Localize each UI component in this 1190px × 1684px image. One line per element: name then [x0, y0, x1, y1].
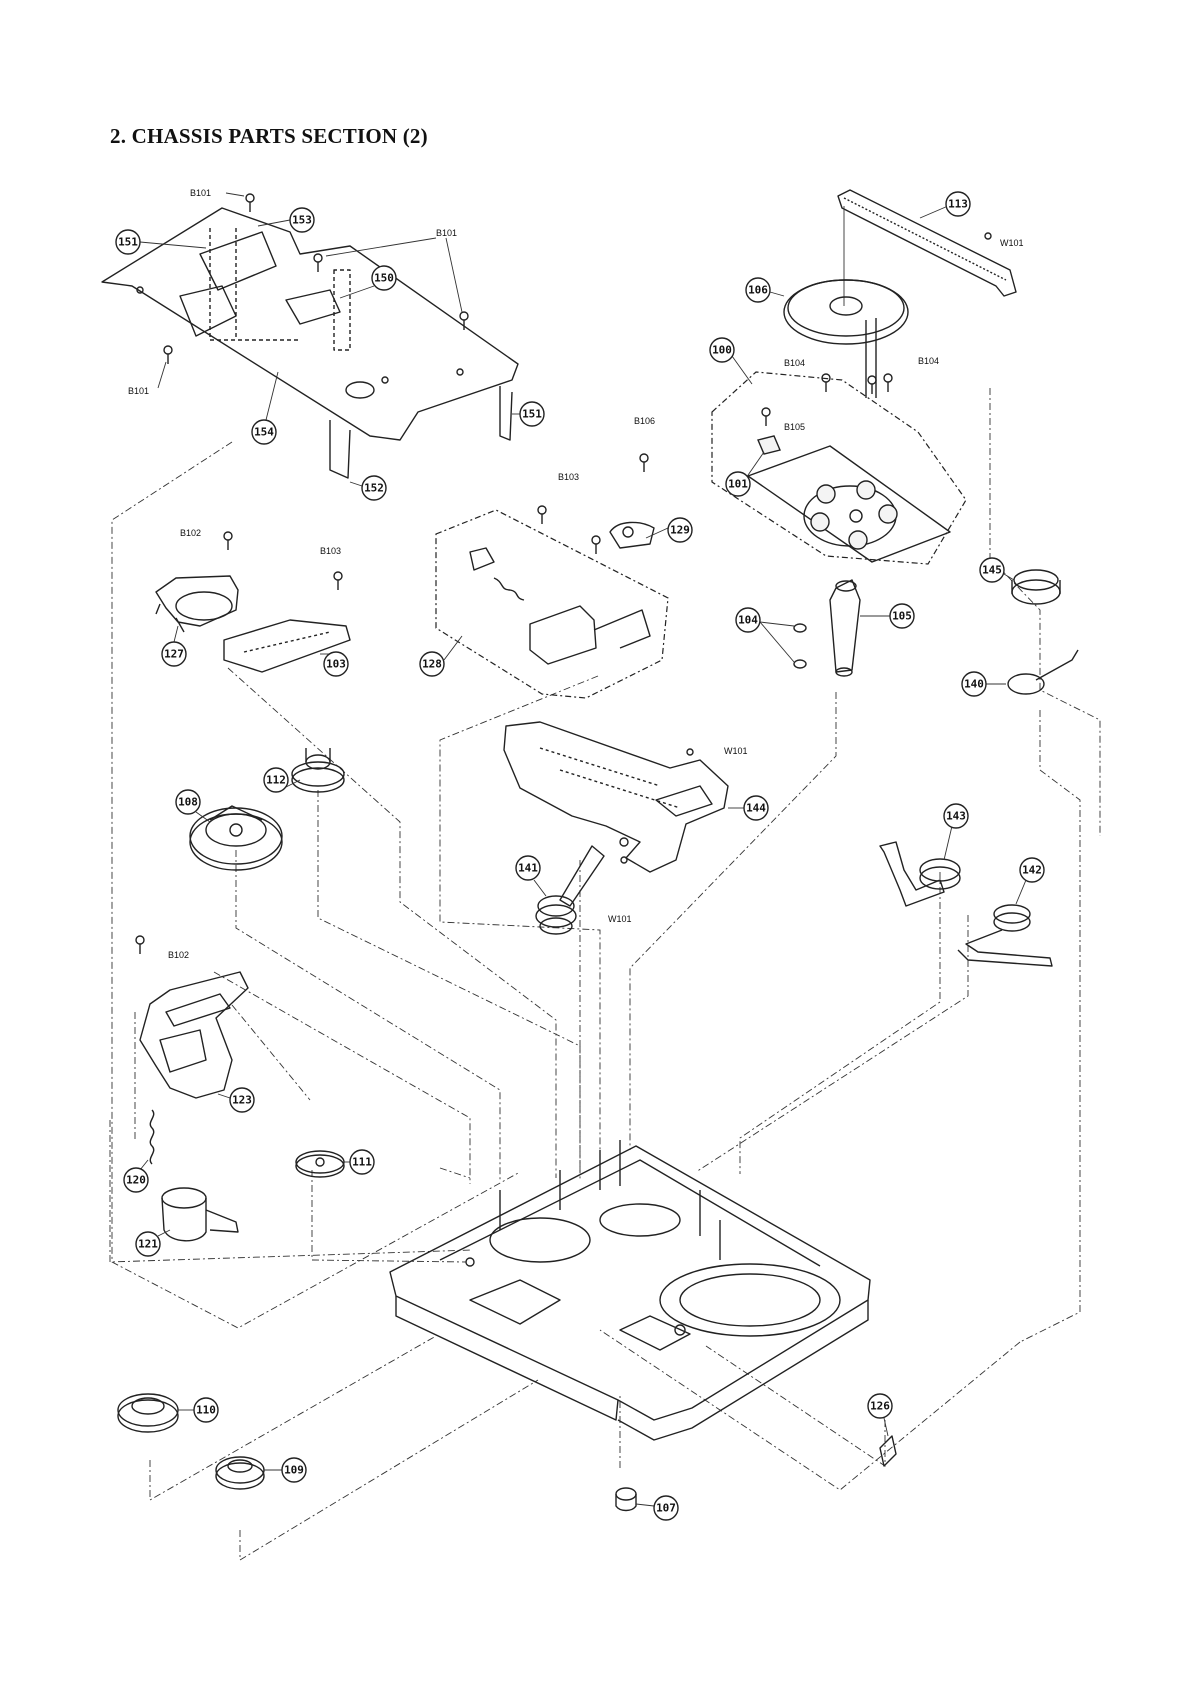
callout-111: 111 [344, 1150, 374, 1174]
callout-label: 123 [232, 1094, 252, 1107]
callout-label: 141 [518, 862, 538, 875]
callout-142: 142 [1016, 858, 1044, 904]
callout-109: 109 [264, 1458, 306, 1482]
callout-label: 105 [892, 610, 912, 623]
screw-label-b103-mid: B103 [558, 472, 579, 482]
callout-128: 128 [420, 636, 462, 676]
callout-label: 101 [728, 478, 748, 491]
screw-label-w101-low: W101 [608, 914, 632, 924]
callout-152: 152 [350, 476, 386, 500]
callout-151: 151 [116, 230, 206, 254]
callout-label: 140 [964, 678, 984, 691]
callout-120: 120 [124, 1160, 148, 1192]
callout-144: 144 [728, 796, 768, 820]
callout-108: 108 [176, 790, 210, 822]
callouts: 153 151 150 151 154 152 113 106 100 101 … [116, 192, 1044, 1520]
callout-140: 140 [962, 672, 1006, 696]
callout-label: 145 [982, 564, 1002, 577]
callout-106: 106 [746, 278, 784, 302]
callout-104: 104 [736, 608, 794, 662]
leader-lines [110, 388, 1100, 1560]
callout-label: 129 [670, 524, 690, 537]
callout-label: 113 [948, 198, 968, 211]
callout-label: 107 [656, 1502, 676, 1515]
callout-label: 144 [746, 802, 766, 815]
callout-153: 153 [258, 208, 314, 232]
callout-label: 142 [1022, 864, 1042, 877]
screw-label-b105: B105 [784, 422, 805, 432]
callout-label: 150 [374, 272, 394, 285]
screw-label-b101-top: B101 [190, 188, 211, 198]
callout-100: 100 [710, 338, 752, 384]
callout-121: 121 [136, 1230, 170, 1256]
screw-drawings [136, 194, 991, 954]
bottom-gears [118, 1394, 264, 1489]
callout-label: 151 [118, 236, 138, 249]
capstan-assembly [794, 570, 1078, 694]
callout-label: 109 [284, 1464, 304, 1477]
callout-label: 154 [254, 426, 274, 439]
screw-label-b101-right: B101 [436, 228, 457, 238]
callout-154: 154 [252, 372, 278, 444]
screw-label-b101-left: B101 [128, 386, 149, 396]
bracket-128-assembly [436, 510, 668, 698]
callout-label: 127 [164, 648, 184, 661]
screw-label-w101-top: W101 [1000, 238, 1024, 248]
screw-label-b102-upper: B102 [180, 528, 201, 538]
flywheel-assembly [712, 190, 1016, 564]
callout-label: 103 [326, 658, 346, 671]
callout-141: 141 [516, 856, 546, 896]
slide-plate-144 [504, 722, 728, 906]
callout-123: 123 [218, 1088, 254, 1112]
callout-105: 105 [860, 604, 914, 628]
screw-label-b104-left: B104 [784, 358, 805, 368]
screw-label-b102-lower: B102 [168, 950, 189, 960]
gears-cluster [190, 748, 576, 934]
callout-label: 110 [196, 1404, 216, 1417]
callout-113: 113 [920, 192, 970, 218]
callout-label: 106 [748, 284, 768, 297]
callout-label: 151 [522, 408, 542, 421]
callout-107: 107 [636, 1496, 678, 1520]
callout-label: 112 [266, 774, 286, 787]
screw-label-b104-right: B104 [918, 356, 939, 366]
callout-label: 152 [364, 482, 384, 495]
callout-126: 126 [868, 1394, 892, 1436]
callout-label: 121 [138, 1238, 158, 1251]
callout-145: 145 [980, 558, 1014, 582]
callout-label: 126 [870, 1400, 890, 1413]
screw-label-b106: B106 [634, 416, 655, 426]
callout-label: 100 [712, 344, 732, 357]
callout-150: 150 [340, 266, 396, 298]
callout-label: 120 [126, 1174, 146, 1187]
screw-label-w101-mid: W101 [724, 746, 748, 756]
callout-label: 111 [352, 1156, 372, 1169]
callout-151b: 151 [512, 402, 544, 426]
callout-143: 143 [944, 804, 968, 860]
top-plate-assembly [102, 208, 518, 478]
callout-label: 153 [292, 214, 312, 227]
callout-label: 143 [946, 810, 966, 823]
main-chassis-base [390, 1140, 896, 1511]
callout-110: 110 [178, 1398, 218, 1422]
callout-103: 103 [320, 652, 348, 676]
callout-label: 108 [178, 796, 198, 809]
callout-label: 104 [738, 614, 758, 627]
callout-127: 127 [162, 626, 186, 666]
screw-label-b103-left: B103 [320, 546, 341, 556]
callout-101: 101 [726, 452, 764, 496]
callout-label: 128 [422, 658, 442, 671]
